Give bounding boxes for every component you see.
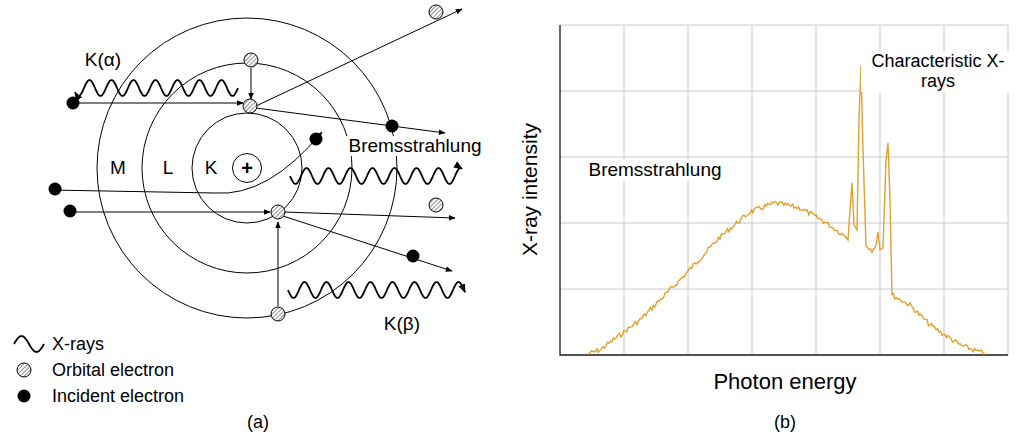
scattered-track — [284, 212, 455, 218]
bremsstrahlung-track — [50, 132, 322, 193]
k-beta-wave — [288, 282, 465, 298]
panel-caption: (a) — [245, 413, 271, 433]
grid-line — [560, 157, 1008, 158]
incident-electron — [64, 205, 77, 218]
l-shell — [142, 63, 352, 273]
axis-title: X-ray intensity — [518, 121, 541, 258]
incident-track — [73, 103, 243, 104]
legend-text: Orbital electron — [52, 360, 174, 381]
transition-arrow — [278, 222, 279, 306]
transition-arrow — [251, 68, 252, 99]
nucleus: + — [232, 153, 262, 183]
drawing-part — [50, 9, 462, 306]
incident-electron-sample — [18, 390, 31, 403]
grid-line — [560, 25, 1008, 26]
orbital-electron — [271, 307, 285, 321]
orbital-electron — [429, 5, 443, 19]
orbital-electron — [243, 99, 257, 113]
grid-line — [560, 289, 1008, 290]
legend-sample — [12, 332, 46, 356]
grid-line — [752, 25, 753, 355]
shell-label: L — [161, 158, 176, 179]
bremsstrahlung-wave — [290, 168, 462, 184]
scattered-track — [256, 108, 445, 133]
ejected-track — [256, 9, 462, 106]
grid-line — [624, 25, 625, 355]
emission-label: K(α) — [83, 50, 123, 71]
grid-line — [688, 25, 689, 355]
axis-title: Photon energy — [711, 370, 858, 394]
incident-electron — [67, 97, 80, 110]
orbital-electron-sample — [17, 363, 31, 377]
legend-sample — [12, 358, 46, 382]
orbital-electron — [244, 53, 258, 67]
legend-entry: Incident electron — [12, 384, 184, 408]
peak-label: Characteristic X-rays — [861, 52, 1015, 92]
legend-entry: Orbital electron — [12, 358, 174, 382]
grid-line — [816, 25, 817, 355]
incident-electron — [310, 133, 323, 146]
ejected-track — [283, 216, 452, 271]
orbital-electron — [429, 198, 443, 212]
incident-track — [70, 212, 270, 213]
drawing-part — [75, 80, 465, 298]
legend-text: X-rays — [52, 334, 104, 355]
drawing-part — [49, 5, 444, 321]
legend-text: Incident electron — [52, 386, 184, 407]
legend-entry: X-rays — [12, 332, 104, 356]
spectrum-curve — [588, 65, 985, 354]
orbital-electron — [271, 205, 285, 219]
legend-sample — [12, 384, 46, 408]
incident-electron — [49, 183, 62, 196]
emission-label: K(β) — [382, 314, 422, 335]
grid-line — [560, 223, 1008, 224]
curve-label: Bremsstrahlung — [586, 160, 723, 181]
k-alpha-wave — [75, 80, 238, 96]
incident-electron — [386, 120, 399, 133]
incident-electron — [407, 250, 420, 263]
emission-label: Bremsstrahlung — [346, 136, 483, 157]
wave-sample — [14, 336, 44, 352]
shell-label: K — [203, 158, 220, 179]
panel-caption: (b) — [772, 413, 798, 433]
shell-label: M — [108, 158, 128, 179]
nucleus-sign: + — [241, 158, 253, 178]
